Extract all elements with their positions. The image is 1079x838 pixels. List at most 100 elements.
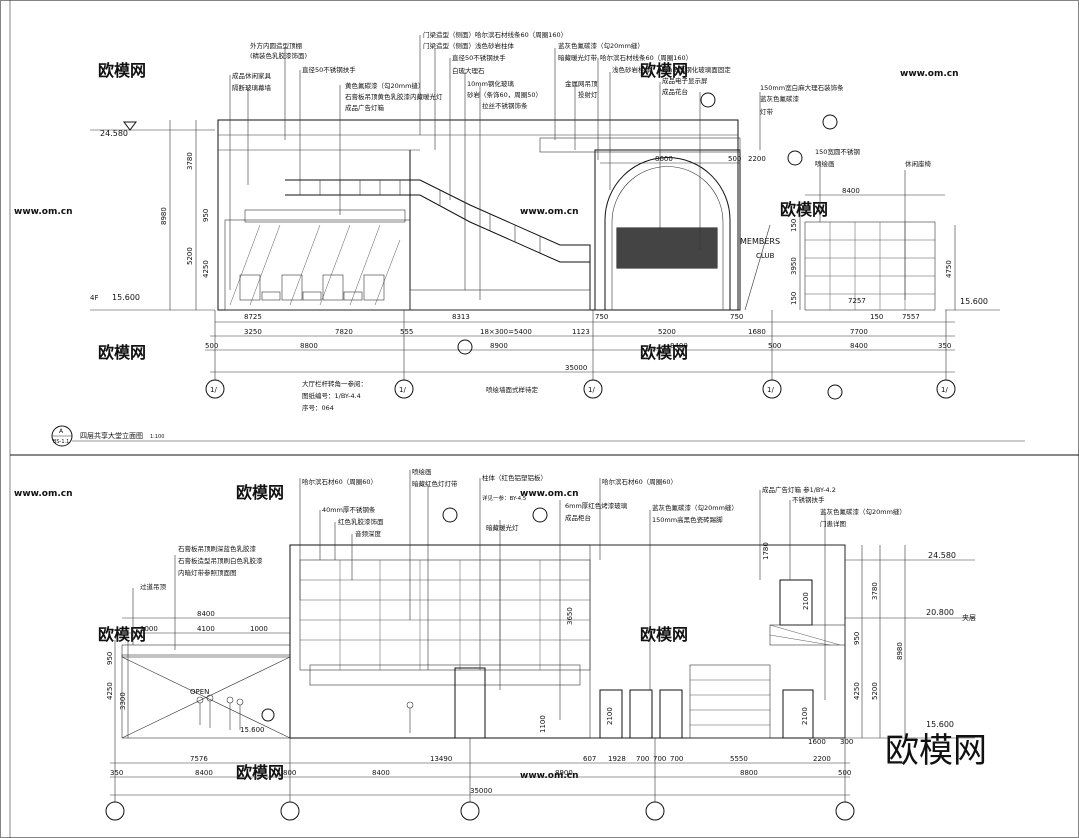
vdim-label: 150	[790, 292, 798, 305]
note: 柱体（红色铝塑铝板）	[482, 473, 547, 482]
axis-markers	[105, 738, 855, 821]
note: 黄色氟碳漆（勾20mm缝）	[345, 81, 424, 90]
watermark-layer: 欧模网 欧模网 欧模网 欧模网 欧模网 欧模网 欧模网 欧模网 欧模网 www.…	[14, 61, 959, 782]
vdim-label: 8980	[160, 207, 168, 225]
glass-curtain-wall	[224, 219, 411, 311]
elev-top-label: 24.580	[100, 129, 128, 138]
staircase	[285, 150, 591, 310]
inner-dim: 2100	[606, 707, 614, 725]
dim-label: 555	[400, 328, 413, 336]
dim-label: 750	[595, 313, 608, 321]
dim-label: 2200	[748, 155, 766, 163]
small-dim: 300	[840, 738, 853, 746]
vdim-label: 950	[106, 652, 114, 665]
vdim-label: 3780	[871, 582, 879, 600]
dim-total-label: 35000	[565, 364, 587, 372]
vdim-label: 8980	[896, 642, 904, 660]
axis-label: 1/	[399, 386, 406, 394]
display-hatch	[690, 624, 841, 726]
vdim-label: 3300	[119, 692, 127, 710]
axis-label: 1/	[588, 386, 595, 394]
dim-label: 1123	[572, 328, 590, 336]
note: 哈尔滨石材60（周圈60）	[302, 477, 377, 486]
vdim-label: 4250	[202, 260, 210, 278]
dim-label: 7576	[190, 755, 208, 763]
note: 喷绘墙面式样待定	[486, 385, 539, 394]
vdim-label: 3780	[186, 152, 194, 170]
dim-label: 18×300=5400	[480, 328, 532, 336]
mural-wall	[804, 221, 936, 311]
note: 红色乳胶漆饰面	[338, 517, 384, 526]
mezzanine-rail	[769, 624, 846, 646]
inner-dim: 1100	[539, 715, 547, 733]
drawing-scale: 1:100	[150, 434, 164, 440]
reception-fascia	[309, 664, 581, 686]
note: 哈尔滨石材线条60（周圈160）	[600, 53, 692, 62]
note: 砂岩（条饰60，周圈50）	[467, 90, 542, 99]
note: 直径50不锈钢扶手	[302, 65, 356, 74]
lounge-chairs	[239, 274, 385, 301]
axis-label: 1/	[941, 386, 948, 394]
watermark: 欧模网	[640, 61, 688, 80]
note: 蓝灰色氟碳漆（勾20mm缝）	[652, 503, 738, 512]
section-markers	[261, 507, 548, 722]
vdim-label: 3950	[790, 257, 798, 275]
elev-floor-label: 15.600	[112, 293, 140, 302]
arch-portal	[539, 137, 741, 311]
note: 石膏板造型吊顶刷白色乳胶漆	[178, 556, 263, 565]
vdim-label: 950	[202, 209, 210, 222]
floor-tag: 4F	[90, 294, 98, 302]
note: 10mm钢化玻璃	[467, 79, 514, 88]
note: 门梁造型（侧面）哈尔滨石材线条60（周圈160）	[423, 30, 567, 39]
note: 投射灯	[578, 90, 598, 99]
axis-markers	[205, 310, 956, 399]
axis-label: 1/	[767, 386, 774, 394]
note: 成品广告灯箱 参1/BY-4.2	[762, 485, 836, 494]
note: 蓝灰色氟碳漆（勾20mm缝）	[820, 507, 906, 516]
note: 6mm厚红色烤漆玻璃	[565, 501, 628, 510]
note: 成品广告灯箱	[345, 103, 385, 112]
elev-floor-left-label: 15.600	[240, 726, 265, 734]
watermark-url: www.om.cn	[14, 489, 73, 499]
note: 灯带	[760, 107, 774, 116]
dim-label: 350	[938, 342, 951, 350]
note: 白玻大理石	[452, 66, 485, 75]
dim-label: 8400	[197, 610, 215, 618]
note: 150宽圆不锈钢	[815, 147, 860, 156]
watermark: 欧模网	[640, 625, 688, 644]
note: 过道吊顶	[140, 582, 167, 591]
doors	[599, 579, 814, 739]
dim-label: 5550	[730, 755, 748, 763]
dim-label: 1000	[140, 625, 158, 633]
glass-hatch	[229, 224, 401, 306]
note: 喷绘画	[815, 159, 835, 168]
note: 详见一参：BY-4.5	[482, 494, 527, 502]
elev-top-label: 24.580	[928, 551, 956, 560]
note: 拉丝不锈钢饰条	[482, 101, 528, 110]
note: 序号：064	[302, 403, 334, 412]
dim-label: 8725	[244, 313, 262, 321]
small-dim: 1600	[808, 738, 826, 746]
note: 金属网吊顶	[565, 79, 598, 88]
dim-label: 8400	[195, 769, 213, 777]
dim-label: 8900	[490, 342, 508, 350]
vdim-label: 5200	[871, 682, 879, 700]
note: 成品花台	[662, 87, 688, 96]
glass-display-panel	[689, 664, 771, 739]
elev-mid-label: 20.800	[926, 608, 954, 617]
dim-label: 150	[870, 313, 883, 321]
note: 图纸编号：1/BY-4.4	[302, 391, 361, 400]
watermark: 欧模网	[98, 625, 146, 644]
dim-label: 8900	[555, 769, 573, 777]
note: 40mm厚不锈钢条	[322, 505, 376, 514]
open-label: OPEN	[190, 688, 209, 696]
note: 内暗灯带参照顶面图	[178, 568, 237, 577]
club-sign-line1: MEMBERS	[740, 237, 780, 246]
red-column	[454, 667, 486, 739]
site-logo-watermark: 欧模网	[885, 731, 987, 771]
note: 暗藏暖光灯带	[558, 53, 598, 62]
watermark: 欧模网	[780, 200, 828, 219]
club-wall-slant	[744, 224, 771, 311]
watermark: 欧模网	[98, 61, 146, 80]
note: (精装色乳胶漆饰面)	[250, 51, 307, 60]
